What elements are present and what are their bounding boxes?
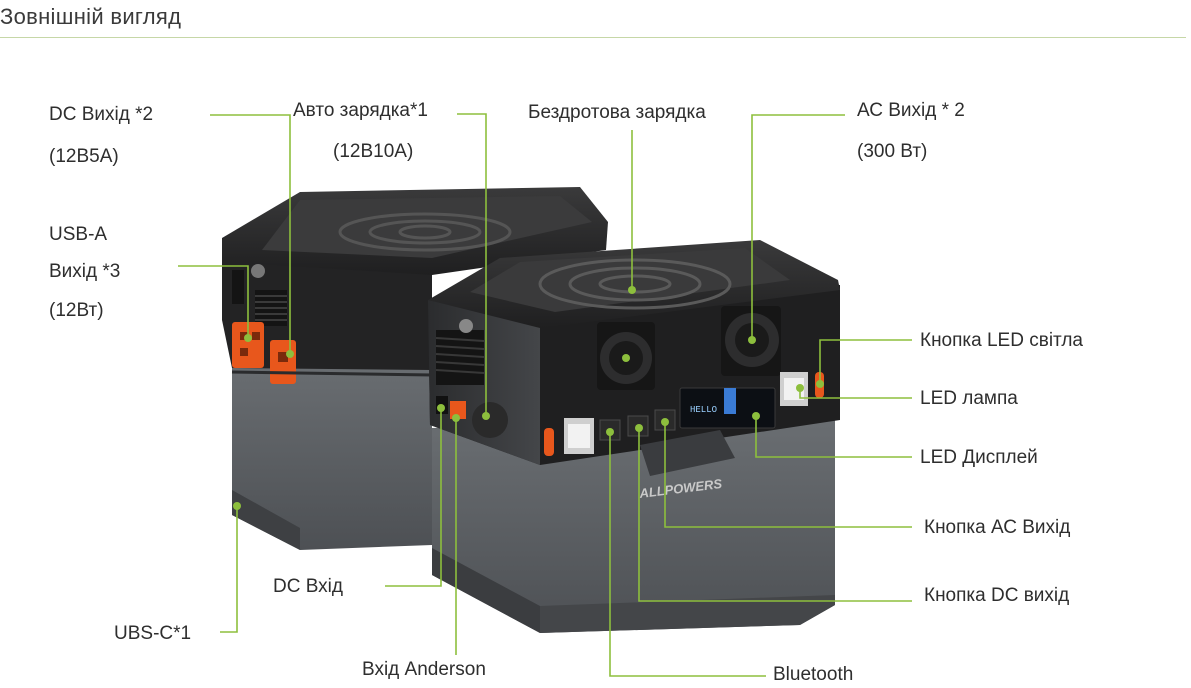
callout-dots xyxy=(233,286,824,510)
front-unit: ALLPOWERS HELLO xyxy=(428,240,840,633)
label-dc-out: DC Вихід *2 xyxy=(49,104,154,125)
label-ac-out: АС Вихід * 2 xyxy=(857,100,965,121)
label-ac-button: Кнопка АС Вихід xyxy=(924,517,1071,538)
callout-lines xyxy=(178,113,912,677)
page-title: Зовнішній вигляд xyxy=(0,4,182,29)
label-car-charge-spec: (12В10А) xyxy=(333,141,414,162)
label-usb-a-spec: (12Вт) xyxy=(49,300,104,321)
rear-unit xyxy=(222,187,608,550)
label-usb-c: UBS-C*1 xyxy=(114,623,192,644)
callout-led-display xyxy=(755,416,912,458)
label-usb-a: USB-A xyxy=(49,224,108,245)
label-ac-out-spec: (300 Вт) xyxy=(857,141,928,162)
label-usb-a-out: Вихід *3 xyxy=(49,261,121,282)
label-car-charge: Авто зарядка*1 xyxy=(293,100,428,121)
label-anderson-input: Вхід Anderson xyxy=(362,659,486,680)
label-led-button: Кнопка LED світла xyxy=(920,330,1083,351)
callout-led-button xyxy=(819,339,912,384)
label-bluetooth: Bluetooth xyxy=(773,664,854,685)
label-led-lamp: LED лампа xyxy=(920,388,1018,409)
lcd-text: HELLO xyxy=(690,405,717,415)
callout-dc-in xyxy=(385,408,442,587)
label-dc-in: DC Вхід xyxy=(273,576,343,597)
callout-dc-out xyxy=(210,114,291,354)
label-dc-button: Кнопка DC вихід xyxy=(924,585,1070,606)
callout-ac-out xyxy=(751,114,845,340)
title-divider xyxy=(0,37,1186,38)
callout-usb-c xyxy=(220,506,238,633)
callout-dc-button xyxy=(638,428,912,602)
callout-ac-button xyxy=(664,422,912,528)
callout-bluetooth xyxy=(609,432,766,677)
label-led-display: LED Дисплей xyxy=(920,447,1038,468)
callout-usb-a xyxy=(178,265,249,338)
callout-car-charge xyxy=(457,113,487,416)
label-wireless-charging: Бездротова зарядка xyxy=(528,102,706,123)
label-dc-out-spec: (12В5А) xyxy=(49,146,119,167)
